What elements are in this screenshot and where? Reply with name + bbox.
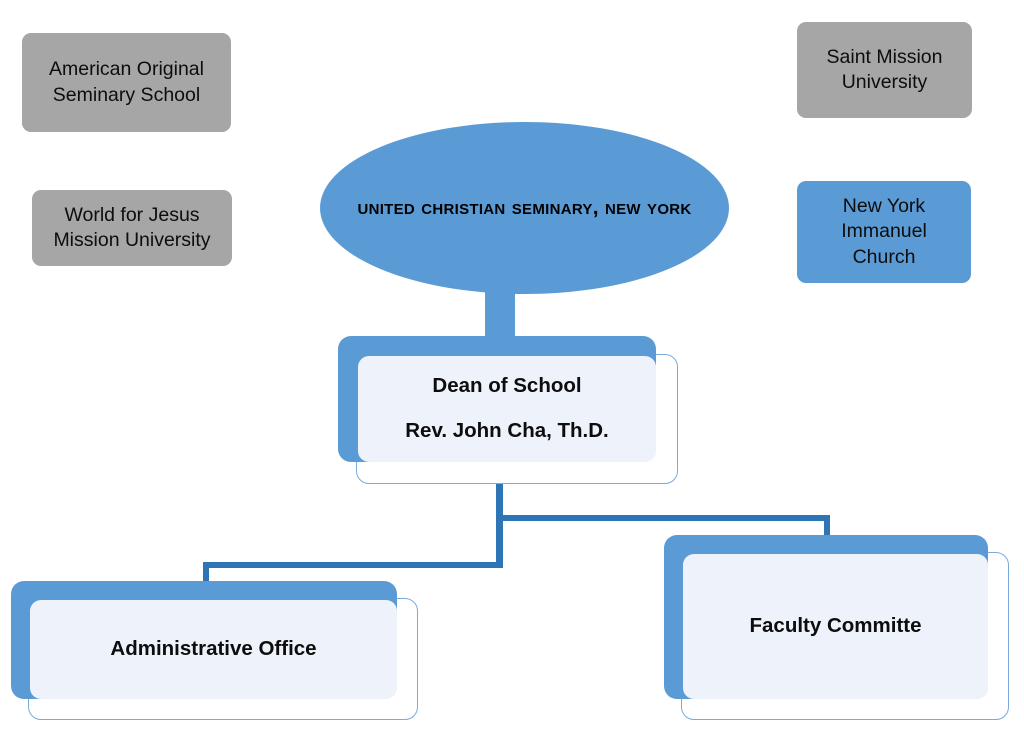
connector-drop-faculty-committee <box>824 515 830 545</box>
affiliate-box-american-original-seminary-school[interactable]: American Original Seminary School <box>22 33 231 132</box>
node-title: Administrative Office <box>110 637 317 661</box>
connector-branch-left-horizontal <box>203 562 503 568</box>
root-node-label: United Christian Seminary, New York <box>357 196 692 220</box>
node-title: Dean of School <box>432 374 582 398</box>
affiliate-box-world-for-jesus-mission-university[interactable]: World for Jesus Mission University <box>32 190 232 266</box>
node-ply-front: Administrative Office <box>30 600 397 699</box>
affiliate-box-new-york-immanuel-church[interactable]: New York Immanuel Church <box>797 181 971 283</box>
affiliate-label: Saint Mission University <box>826 45 943 93</box>
node-title: Faculty Committe <box>749 614 922 638</box>
node-ply-front: Faculty Committe <box>683 554 988 699</box>
node-faculty-committee[interactable]: Faculty Committe <box>664 535 1009 720</box>
affiliate-label: World for Jesus Mission University <box>53 203 211 251</box>
affiliate-label: American Original Seminary School <box>49 58 204 106</box>
node-person: Rev. John Cha, Th.D. <box>405 419 609 442</box>
node-administrative-office[interactable]: Administrative Office <box>11 581 418 720</box>
node-ply-front: Dean of School Rev. John Cha, Th.D. <box>358 356 656 462</box>
connector-drop-administrative-office <box>203 562 209 592</box>
root-node-united-christian-seminary[interactable]: United Christian Seminary, New York <box>320 122 729 294</box>
node-dean-of-school[interactable]: Dean of School Rev. John Cha, Th.D. <box>338 336 678 484</box>
affiliate-label: New York Immanuel Church <box>841 194 927 268</box>
connector-trunk-vertical <box>496 480 503 568</box>
connector-branch-right-horizontal <box>496 515 830 521</box>
affiliate-box-saint-mission-university[interactable]: Saint Mission University <box>797 22 972 118</box>
